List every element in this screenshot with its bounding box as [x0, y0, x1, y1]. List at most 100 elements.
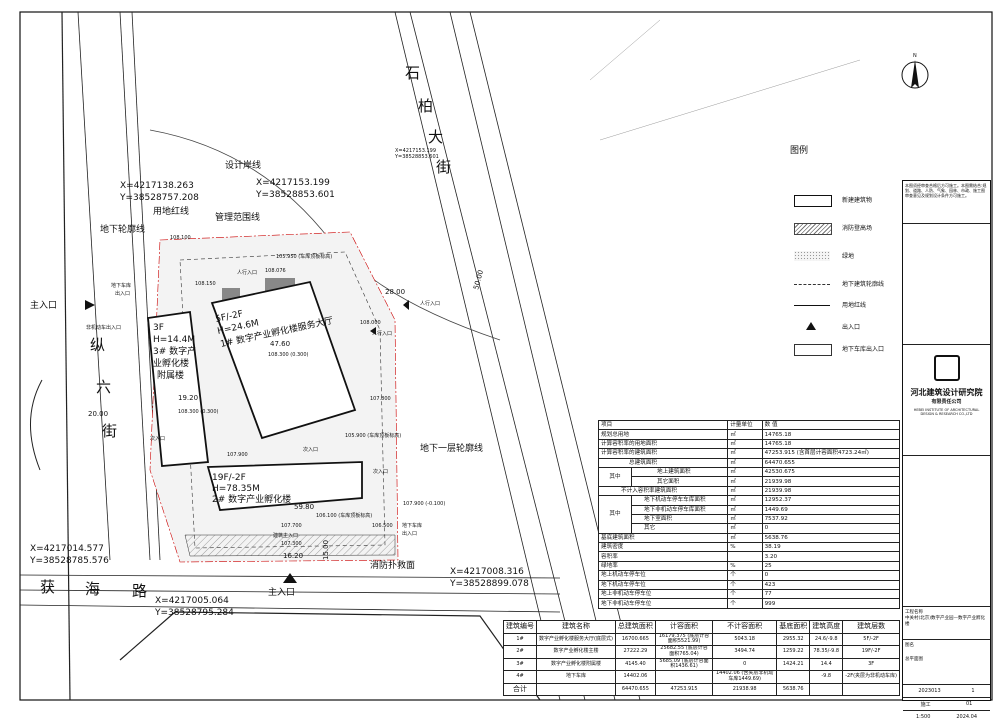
text-label: 纵	[90, 336, 105, 354]
text-label: 106.100 (车库顶板标高)	[316, 512, 372, 519]
site-plan-drawing: 5F/-2F H=24.6M 1# 数字产业孵化楼服务大厅 19F/-2F H=…	[19, 11, 993, 701]
building-2	[206, 461, 363, 511]
text-label: 107.300	[281, 541, 302, 547]
street-huohai: 获海 路	[40, 578, 147, 600]
text-label: 数字产业孵化楼服务大厅(底层式)	[536, 632, 616, 646]
building-3-floors: 3F	[153, 323, 164, 333]
text-label: ㎡	[727, 495, 763, 506]
text-label: 出入口	[402, 530, 417, 537]
text-label: 出入口	[842, 324, 861, 331]
text-label: ㎡	[727, 476, 763, 487]
building-1	[210, 280, 357, 440]
text-label: 21939.98	[761, 485, 901, 497]
text-label: 计算容积率的建筑面积	[597, 448, 729, 459]
text-label: 数字产业孵化楼主楼	[536, 645, 616, 659]
text-label: 个	[727, 598, 763, 609]
title-block: 本图须经审查合格后方可施工。本图需结合:规划、道路、人防、气象、园林、市政、施工…	[902, 180, 991, 720]
legend-red-line: 用地红线	[790, 298, 900, 312]
text-label: N	[913, 53, 917, 59]
text-label: 街	[436, 158, 451, 176]
text-label: 21939.98	[761, 476, 901, 487]
text-label: 105.900 (车库顶板标高)	[345, 432, 401, 439]
text-label: 38.19	[761, 542, 901, 553]
legend-entrance: 出入口	[790, 320, 900, 334]
text-label: 用地红线	[153, 205, 189, 217]
building-3	[147, 310, 210, 467]
text-label: 47253.915 (含首层计容面积4723.24㎡)	[761, 448, 901, 459]
text-label: 地下机动车停车车库面积	[630, 495, 729, 506]
text-label: 总建筑面积	[597, 457, 729, 468]
text-label: 14402.06 (含夹层非机动车库1449.69)	[712, 670, 778, 684]
text-label: 地上机动车停车位	[597, 570, 729, 581]
text-label: 5638.76	[776, 682, 811, 696]
text-label: 2955.32	[776, 632, 811, 646]
legend-underground-line: 地下建筑轮廓线	[790, 277, 900, 291]
text-label: 获	[40, 578, 55, 596]
legend-title: 图例	[790, 144, 808, 156]
text-label: 建筑编号	[503, 620, 537, 634]
text-label: 建筑层数	[842, 620, 900, 634]
text-label: 项目	[597, 419, 729, 431]
annotation-labels: 设计岸线 用地红线 地下轮廓线 管理范围线 地下一层轮廓线 主入口 主入口 人行…	[30, 144, 808, 598]
text-label: X=4217153.199	[256, 178, 330, 188]
text-label: 12952.37	[761, 495, 901, 506]
text-label: 999	[761, 598, 901, 609]
text-label: Y=38528757.208	[119, 193, 199, 203]
legend-garage-entrance: 地下车库出入口	[790, 342, 900, 356]
building-2-name: 2# 数字产业孵化楼	[212, 493, 291, 505]
legend-green: 绿地	[790, 249, 900, 263]
text-label: 地下建筑轮廓线	[842, 281, 885, 288]
text-label: ㎡	[727, 438, 763, 450]
text-label: 主入口	[30, 299, 57, 311]
text-label: 次入口	[150, 435, 165, 442]
text-label: 47.60	[270, 340, 290, 348]
text-label: 不计入容积率建筑面积	[597, 485, 729, 497]
street-shibai: 石柏 大街	[405, 64, 451, 176]
text-label: 地上非机动车停车位	[597, 589, 729, 600]
text-label: 108.076	[265, 268, 286, 274]
project-label: 工程名称	[905, 610, 923, 615]
text-label: 0	[712, 657, 778, 671]
text-label: 管理范围线	[215, 211, 260, 223]
text-label: 合计	[503, 682, 537, 696]
text-label: 78.35/-9.8	[809, 645, 844, 659]
text-label: 47253.915	[654, 682, 714, 696]
text-label: 总建筑面积	[614, 620, 656, 634]
text-label	[776, 670, 811, 684]
building-2-height: H=78.35M	[212, 484, 260, 494]
text-label: 地上建筑面积	[630, 466, 729, 478]
text-label: X=4217153.199	[395, 148, 436, 154]
text-label: 16.20	[283, 552, 303, 560]
text-label: Y=38528795.284	[154, 608, 234, 618]
text-label: 16700.665	[614, 632, 656, 646]
text-label: 3.20	[761, 551, 901, 562]
text-label: 其中	[598, 466, 632, 487]
elevation-marks: 108.300 (0.300) 105.900 (车库顶板标高) 106.100…	[170, 235, 445, 547]
text-label: 容积率	[597, 551, 729, 562]
text-label: 石	[405, 64, 420, 82]
text-label: 4145.40	[614, 657, 656, 671]
text-label: 25682.55 (底层计容面积765.04)	[654, 645, 714, 659]
legend-new-building: 新建建筑物	[790, 193, 900, 207]
text-label: 4#	[503, 670, 537, 684]
text-label: 人行入口	[372, 330, 392, 337]
building-3-height: H=14.4M	[153, 335, 195, 345]
text-label: 19F/-2F	[842, 645, 900, 659]
text-label: 非机动车出入口	[86, 324, 121, 331]
text-label: 人行入口	[420, 300, 440, 307]
text-label: ㎡	[727, 466, 763, 478]
text-label: 107.800	[370, 396, 391, 402]
text-label: 地下一层轮廓线	[420, 442, 483, 454]
company-sub: 有限责任公司	[931, 399, 962, 405]
text-label: 六	[96, 378, 111, 396]
text-label: 用地红线	[842, 302, 867, 309]
text-label: 基底面积	[776, 620, 811, 634]
text-label: 地下车库	[111, 282, 131, 289]
